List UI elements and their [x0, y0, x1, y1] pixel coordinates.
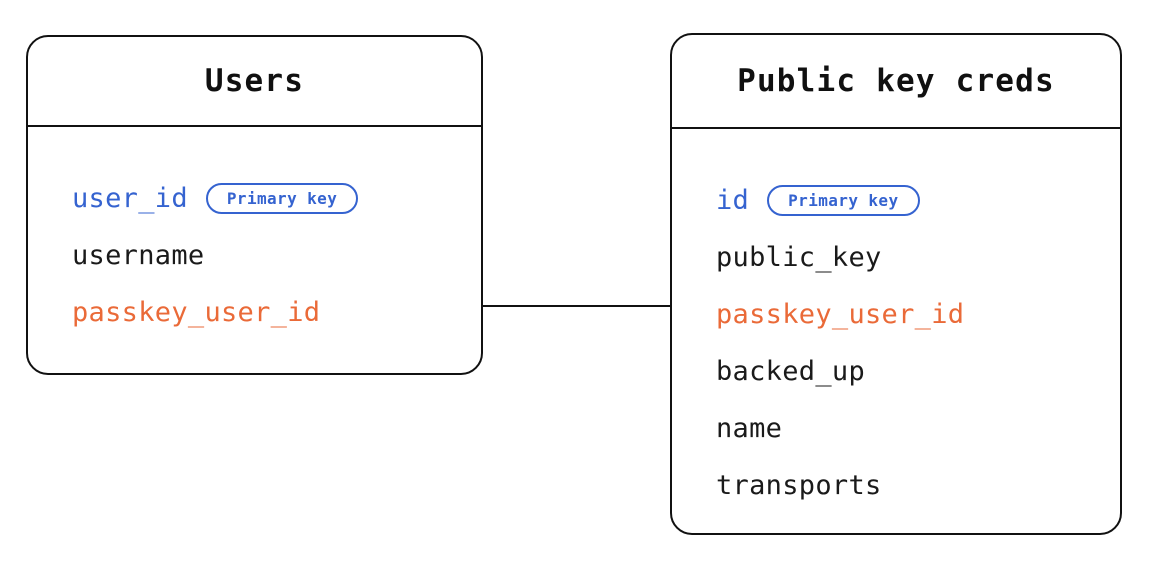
field-name-username: username: [72, 240, 205, 271]
entity-header-users: Users: [28, 37, 481, 125]
entity-title-users: Users: [204, 63, 305, 99]
primary-key-badge: Primary key: [767, 185, 920, 216]
field-name-backed-up: backed_up: [716, 356, 865, 387]
field-row-name[interactable]: name: [672, 400, 1120, 457]
field-name-passkey-user-id: passkey_user_id: [72, 297, 321, 328]
entity-header-divider-users: [28, 125, 481, 127]
entity-header-divider-public-key-creds: [672, 127, 1120, 129]
field-list-users: user_id Primary key username passkey_use…: [28, 125, 481, 341]
field-name-passkey-user-id: passkey_user_id: [716, 299, 965, 330]
field-row-passkey-user-id[interactable]: passkey_user_id: [28, 284, 481, 341]
field-row-backed-up[interactable]: backed_up: [672, 343, 1120, 400]
entity-box-public-key-creds[interactable]: Public key creds id Primary key public_k…: [670, 33, 1122, 535]
primary-key-badge: Primary key: [205, 183, 359, 214]
field-name-user-id: user_id: [72, 183, 188, 214]
field-name-id: id: [716, 185, 750, 216]
entity-box-users[interactable]: Users user_id Primary key username passk…: [26, 35, 483, 375]
field-name-public-key: public_key: [716, 242, 882, 273]
entity-header-public-key-creds: Public key creds: [672, 35, 1120, 127]
field-list-public-key-creds: id Primary key public_key passkey_user_i…: [672, 127, 1120, 514]
field-row-username[interactable]: username: [28, 227, 481, 284]
field-row-id[interactable]: id Primary key: [672, 172, 1120, 229]
field-name-transports: transports: [716, 470, 882, 501]
field-row-passkey-user-id[interactable]: passkey_user_id: [672, 286, 1120, 343]
field-row-user-id[interactable]: user_id Primary key: [28, 170, 481, 227]
field-name-name: name: [716, 413, 783, 444]
entity-title-public-key-creds: Public key creds: [737, 63, 1055, 99]
field-row-public-key[interactable]: public_key: [672, 229, 1120, 286]
relationship-connector-users-to-public-key-creds[interactable]: [481, 305, 672, 307]
field-row-transports[interactable]: transports: [672, 457, 1120, 514]
